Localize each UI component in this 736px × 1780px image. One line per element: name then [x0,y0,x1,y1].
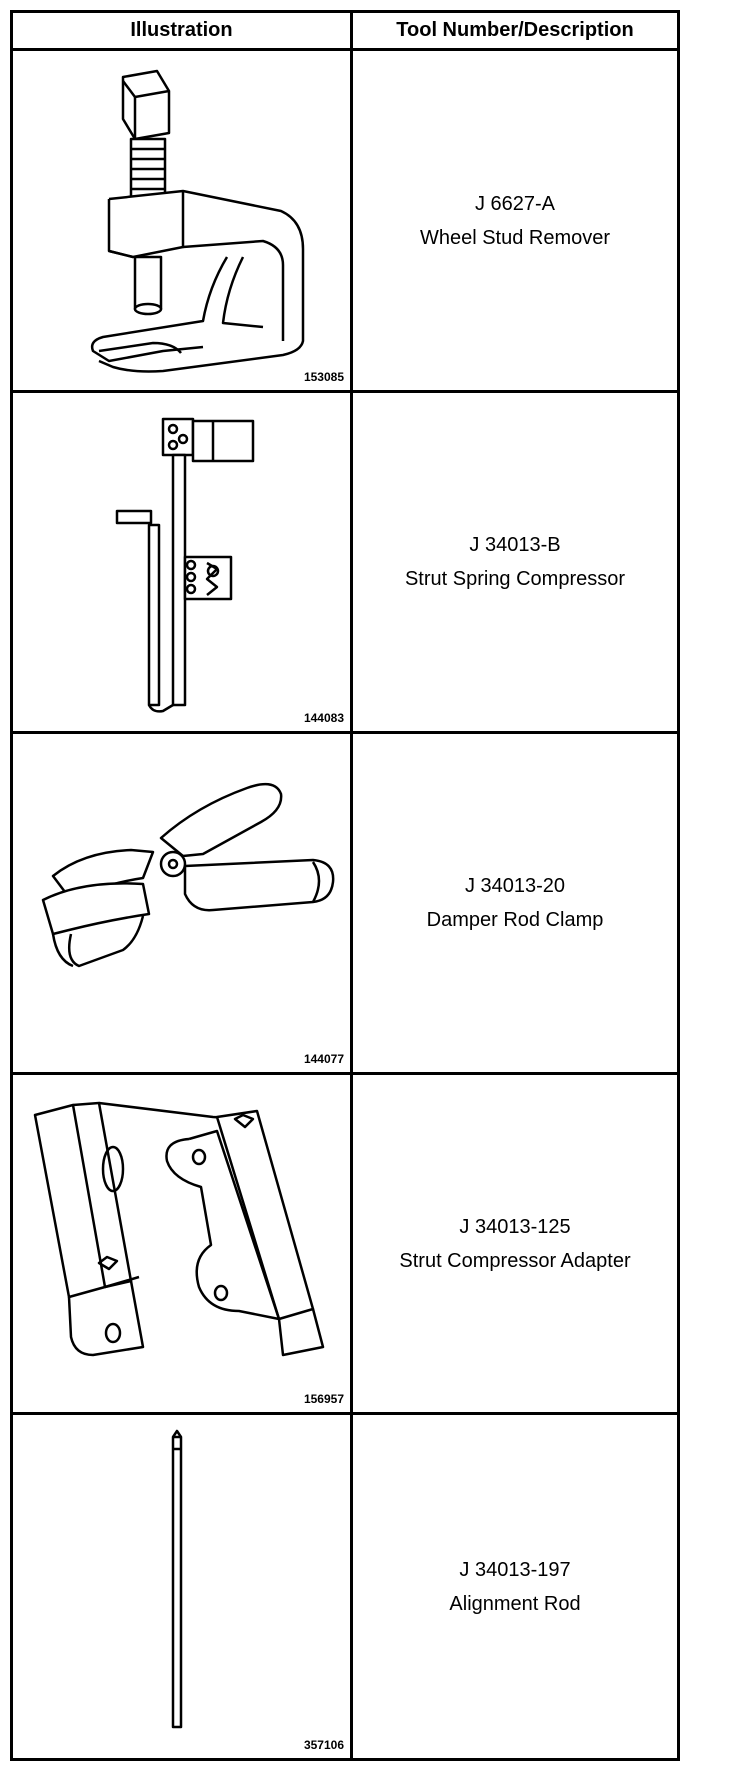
tool-number: J 6627-A [474,192,556,215]
tool-description-cell: J 34013-B Strut Spring Compressor [353,393,677,731]
tool-column-header: Tool Number/Description [396,19,634,41]
column-divider [350,13,353,1758]
table-row: 144083 J 34013-B Strut Spring Compressor [13,393,677,734]
table-row: 144077 J 34013-20 Damper Rod Clamp [13,734,677,1075]
tool-number: J 34013-B [469,534,561,556]
strut-spring-compressor-icon [115,417,255,713]
tool-description: Strut Spring Compressor [404,568,626,590]
tool-number: J 34013-20 [464,875,566,897]
table-row: 357106 J 34013-197 Alignment Rod [13,1415,677,1758]
illustration-column-header: Illustration [130,19,233,41]
illustration-cell: 357106 [13,1415,350,1758]
figure-number: 144077 [303,1052,344,1066]
tool-description: Alignment Rod [449,1592,581,1615]
table-row: 156957 J 34013-125 Strut Compressor Adap… [13,1075,677,1415]
tool-number: J 34013-197 [459,1558,571,1581]
tool-number: J 34013-125 [459,1215,571,1238]
damper-rod-clamp-icon [41,782,335,968]
tool-description-cell: J 34013-197 Alignment Rod [353,1415,677,1758]
illustration-cell: 153085 [13,51,350,390]
special-tools-table: Illustration Tool Number/Description [10,10,680,1761]
illustration-cell: 144083 [13,393,350,731]
table-row: 153085 J 6627-A Wheel Stud Remover [13,51,677,393]
strut-compressor-adapter-icon [33,1101,325,1357]
illustration-cell: 156957 [13,1075,350,1412]
figure-number: 144083 [303,711,344,725]
table-header-row: Illustration Tool Number/Description [13,13,677,51]
tool-description: Damper Rod Clamp [426,909,604,931]
tool-description-cell: J 6627-A Wheel Stud Remover [353,51,677,390]
tool-description: Strut Compressor Adapter [399,1249,631,1272]
wheel-stud-remover-icon [90,69,305,373]
alignment-rod-icon [171,1429,183,1729]
figure-number: 153085 [303,370,344,384]
tool-description-cell: J 34013-125 Strut Compressor Adapter [353,1075,677,1412]
figure-number: 156957 [303,1392,344,1406]
tool-description-cell: J 34013-20 Damper Rod Clamp [353,734,677,1072]
illustration-cell: 144077 [13,734,350,1072]
tool-description: Wheel Stud Remover [419,226,611,249]
figure-number: 357106 [303,1738,344,1752]
